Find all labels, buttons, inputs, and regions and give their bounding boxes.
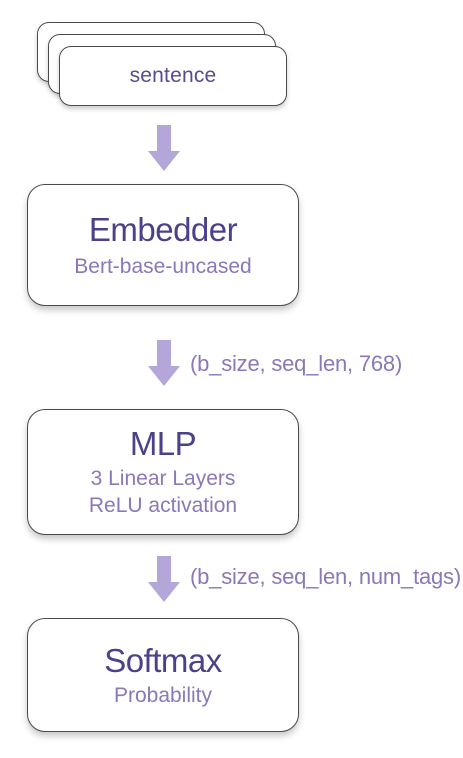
edge-label-mlp-softmax: (b_size, seq_len, num_tags) xyxy=(190,564,461,589)
mlp-line-1: 3 Linear Layers xyxy=(90,467,236,490)
arrow-down-icon xyxy=(148,340,180,386)
arrow-down-icon xyxy=(148,125,180,171)
edge-label-embedder-mlp: (b_size, seq_len, 768) xyxy=(190,351,403,376)
embedder-subtitle: Bert-base-uncased xyxy=(74,254,252,278)
embedder-title: Embedder xyxy=(88,210,238,248)
embedder-node: Embedder Bert-base-uncased xyxy=(27,184,299,306)
softmax-subtitle: Probability xyxy=(113,683,213,707)
arrow-down-icon xyxy=(148,556,180,602)
softmax-node: Softmax Probability xyxy=(27,618,299,732)
input-label: sentence xyxy=(129,64,217,87)
input-card: sentence xyxy=(59,46,287,106)
mlp-title: MLP xyxy=(129,425,197,462)
mlp-line-2: ReLU activation xyxy=(88,494,238,517)
softmax-title: Softmax xyxy=(104,641,222,679)
mlp-node: MLP 3 Linear Layers ReLU activation xyxy=(27,409,299,535)
